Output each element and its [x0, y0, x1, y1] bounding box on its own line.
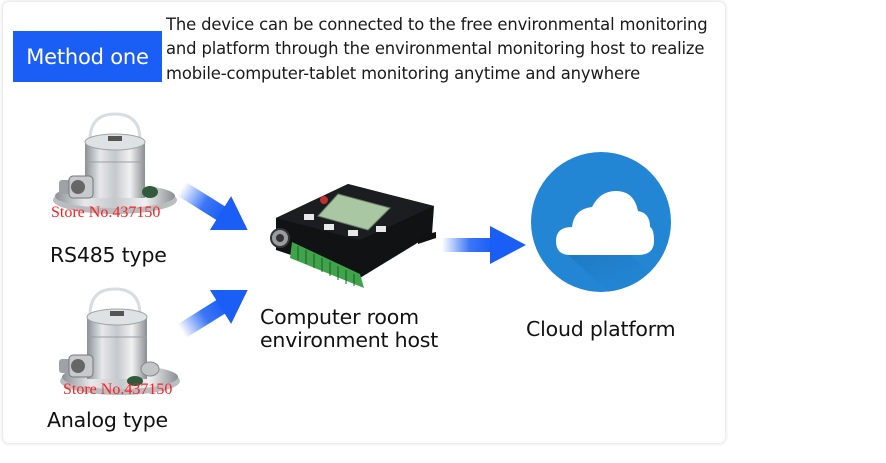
- analog-type-label: Analog type: [47, 408, 168, 432]
- method-description: The device can be connected to the free …: [166, 15, 708, 83]
- arrow-host-to-cloud: [442, 226, 526, 264]
- arrow-analog-to-host: [177, 289, 248, 339]
- method-badge: Method one: [13, 31, 162, 82]
- controller-device-icon: [270, 184, 436, 288]
- watermark-rs485: Store No.437150: [51, 204, 161, 221]
- cloud-platform-label: Cloud platform: [526, 317, 676, 341]
- watermark-analog: Store No.437150: [63, 381, 173, 398]
- rs485-type-label: RS485 type: [50, 243, 167, 267]
- host-label-line2: environment host: [260, 328, 439, 352]
- analog-sensor-icon: [59, 287, 180, 395]
- cloud-icon: [531, 152, 671, 292]
- arrow-rs485-to-host: [177, 181, 248, 231]
- rs485-sensor-icon: [53, 112, 177, 214]
- host-label-line1: Computer room: [260, 305, 419, 329]
